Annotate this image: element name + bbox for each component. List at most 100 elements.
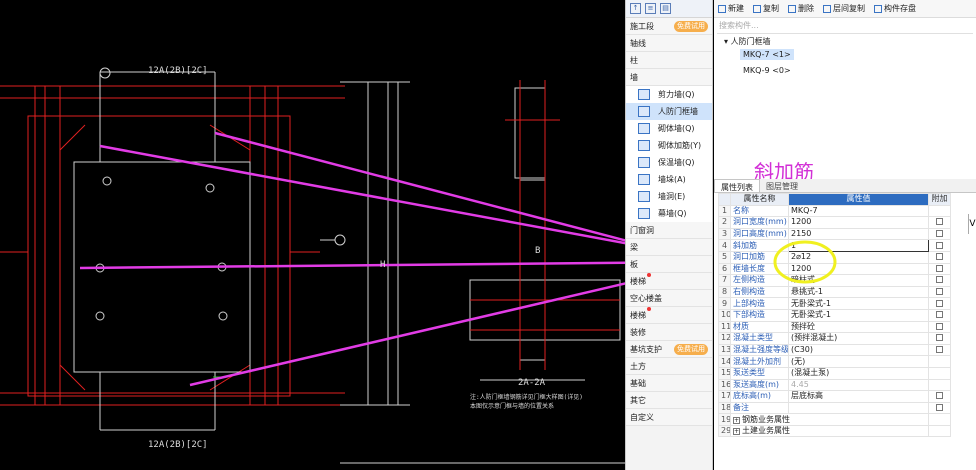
- tree-item-mkq-9[interactable]: MKQ-9 <0>: [743, 66, 791, 75]
- extra-checkbox[interactable]: [936, 392, 943, 400]
- property-value[interactable]: 暗柱式: [788, 274, 929, 287]
- extra-checkbox[interactable]: [936, 253, 943, 261]
- property-value[interactable]: 2⌀12: [788, 250, 929, 264]
- property-row[interactable]: 29+土建业务属性: [718, 424, 951, 438]
- property-value[interactable]: 预拌砼: [788, 320, 929, 334]
- tab-property-list[interactable]: 属性列表: [714, 179, 760, 192]
- property-row[interactable]: 19+钢筋业务属性: [718, 413, 951, 426]
- delete-button[interactable]: 删除: [788, 3, 814, 14]
- property-value[interactable]: 无卧梁式-1: [788, 308, 929, 322]
- nav-category-wall[interactable]: 墙: [626, 69, 712, 86]
- extra-checkbox[interactable]: [936, 311, 943, 319]
- property-value[interactable]: (C30): [788, 343, 929, 357]
- nav-item-insulation-wall[interactable]: 保温墙(Q): [626, 154, 712, 171]
- property-index: 16: [718, 378, 731, 392]
- nav-item-wall-opening[interactable]: 墙洞(E): [626, 188, 712, 205]
- tree-item-mkq-7[interactable]: MKQ-7 <1>: [740, 49, 794, 60]
- nav-category-door-window[interactable]: 门窗洞: [626, 222, 712, 239]
- property-value[interactable]: 层底标高: [788, 390, 929, 403]
- property-value[interactable]: 2150: [788, 227, 929, 241]
- save-label: 构件存盘: [884, 4, 916, 13]
- property-value[interactable]: [788, 401, 929, 415]
- nav-category-beam[interactable]: 梁: [626, 239, 712, 256]
- property-value[interactable]: MKQ-7: [788, 204, 929, 218]
- property-value[interactable]: 1200: [788, 216, 929, 229]
- property-value[interactable]: 悬挑式-1: [788, 285, 929, 299]
- pin-icon[interactable]: ↑: [630, 3, 641, 14]
- cad-dim-h: H: [380, 260, 386, 270]
- expand-icon[interactable]: +: [733, 428, 740, 436]
- nav-category-earthwork[interactable]: 土方: [626, 358, 712, 375]
- cad-canvas[interactable]: 12A(2B)[2C] 12A(2B)[2C] 2A-2A 注:人防门框墙钢筋详…: [0, 0, 625, 470]
- nav-category-axis[interactable]: 轴线: [626, 35, 712, 52]
- masonry-wall-icon: [638, 123, 650, 134]
- extra-checkbox[interactable]: [936, 403, 943, 411]
- nav-category-construction-section[interactable]: 施工段 免费试用: [626, 18, 712, 35]
- nav-category-column[interactable]: 柱: [626, 52, 712, 69]
- property-value[interactable]: 1: [788, 239, 929, 252]
- nav-item-masonry-wall[interactable]: 砌体墙(Q): [626, 120, 712, 137]
- extra-checkbox[interactable]: [936, 334, 943, 342]
- extra-checkbox[interactable]: [936, 322, 943, 330]
- nav-category-stair[interactable]: 楼梯: [626, 273, 712, 290]
- new-button[interactable]: 新建: [718, 3, 744, 14]
- nav-category-custom[interactable]: 自定义: [626, 409, 712, 426]
- extra-checkbox[interactable]: [936, 230, 943, 238]
- nav-category-other[interactable]: 其它: [626, 392, 712, 409]
- extra-checkbox[interactable]: [936, 346, 943, 354]
- extra-checkbox[interactable]: [936, 288, 943, 296]
- nav-category-foundation[interactable]: 基础: [626, 375, 712, 392]
- extra-checkbox[interactable]: [936, 264, 943, 272]
- property-value[interactable]: 4.45: [788, 378, 929, 392]
- property-value[interactable]: (混凝土泵): [788, 366, 929, 380]
- component-search-input[interactable]: 搜索构件...: [717, 18, 973, 34]
- property-extra-cell: [928, 413, 951, 426]
- grid-view-icon[interactable]: ▤: [660, 3, 671, 14]
- extra-checkbox[interactable]: [936, 241, 943, 249]
- property-index: 11: [718, 320, 731, 334]
- layer-copy-button[interactable]: 层间复制: [823, 3, 865, 14]
- property-value[interactable]: 1200: [788, 262, 929, 276]
- extra-checkbox[interactable]: [936, 218, 943, 226]
- nav-category-stair-2[interactable]: 楼梯: [626, 307, 712, 324]
- tab-layer-management[interactable]: 图层管理: [766, 182, 798, 191]
- nav-item-curtain-wall[interactable]: 幕墙(Q): [626, 205, 712, 222]
- tree-root[interactable]: ▾ 人防门框墙: [724, 37, 771, 46]
- nav-category-decoration[interactable]: 装修: [626, 324, 712, 341]
- property-value[interactable]: 无卧梁式-1: [788, 297, 929, 310]
- extra-checkbox[interactable]: [936, 299, 943, 307]
- copy-button[interactable]: 复制: [753, 3, 779, 14]
- extra-checkbox[interactable]: [936, 276, 943, 284]
- property-extra-cell: [928, 262, 951, 276]
- nav-item-wall-pier[interactable]: 墙垛(A): [626, 171, 712, 188]
- save-component-button[interactable]: 构件存盘: [874, 3, 916, 14]
- expand-icon[interactable]: +: [733, 416, 740, 424]
- nav-item-civil-defense-door-frame-wall[interactable]: 人防门框墙(RF): [626, 103, 712, 133]
- property-value[interactable]: (预拌混凝土): [788, 332, 929, 345]
- nav-category-slab[interactable]: 板: [626, 256, 712, 273]
- list-view-icon[interactable]: ≡: [645, 3, 656, 14]
- nav-category-foundation-pit[interactable]: 基坑支护 免费试用: [626, 341, 712, 358]
- nav-category-hollow-floor[interactable]: 空心楼盖: [626, 290, 712, 307]
- nav-item-shear-wall[interactable]: 剪力墙(Q): [626, 86, 712, 103]
- nav-item-masonry-reinforcement[interactable]: 砌体加筋(Y): [626, 137, 712, 154]
- property-value[interactable]: (无): [788, 355, 929, 368]
